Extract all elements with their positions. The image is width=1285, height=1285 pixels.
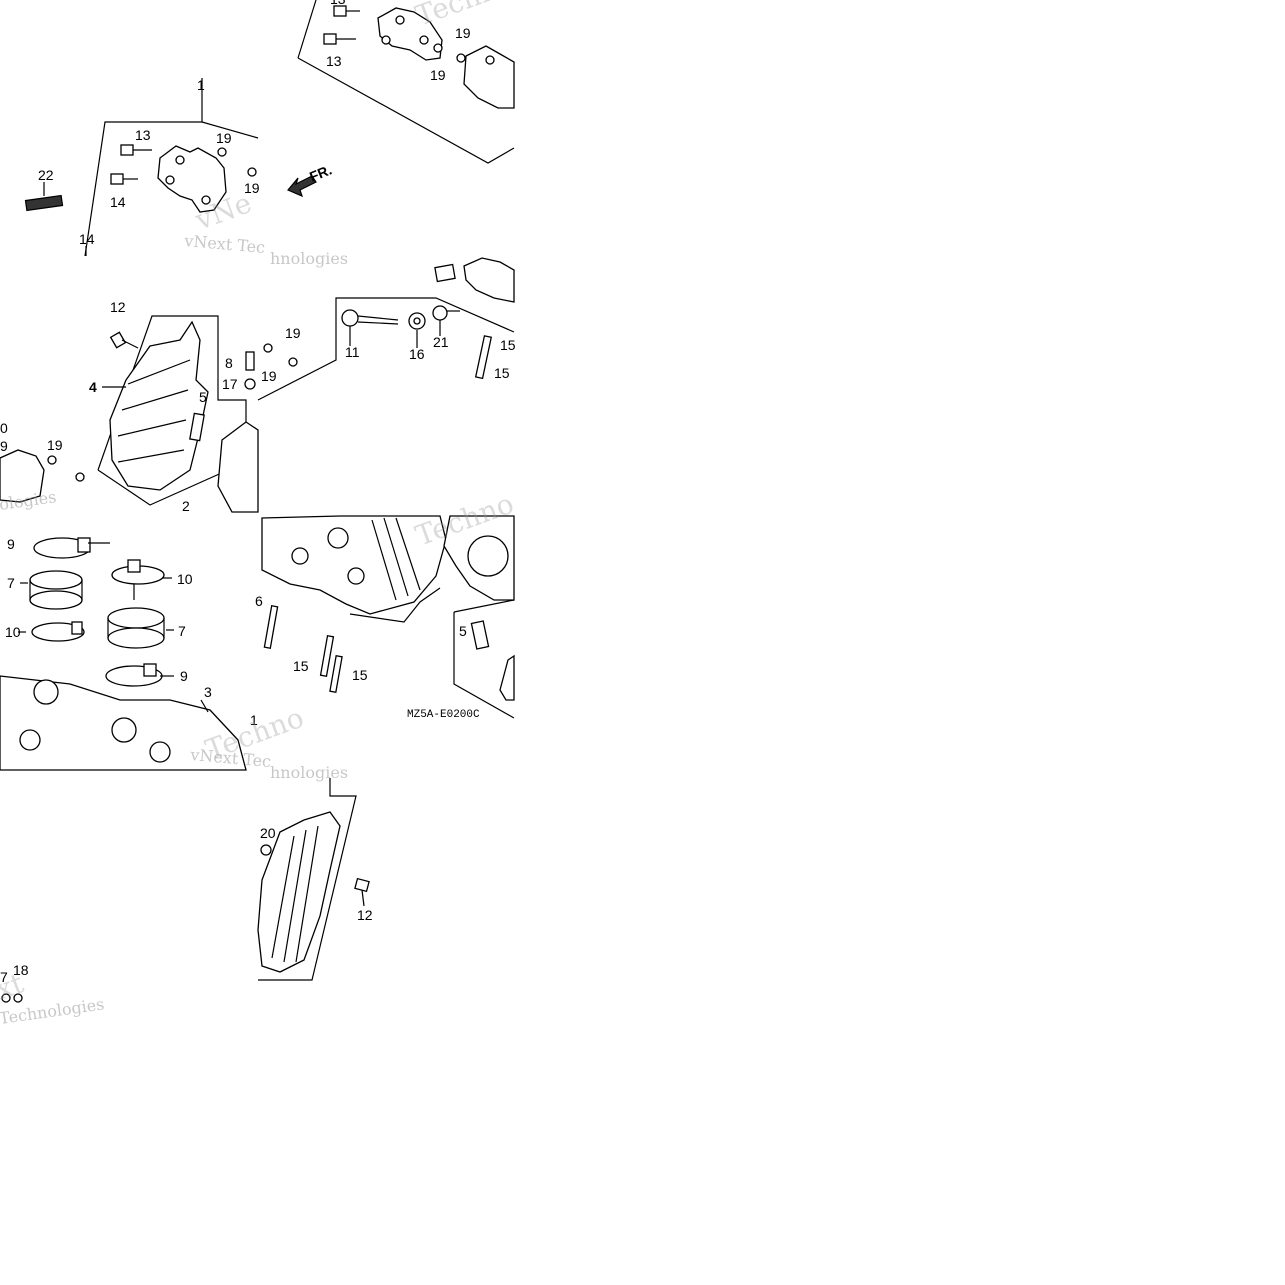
tile-head-assembly: 15 15 6 5 MZ5A-E0200C Techno: [255, 487, 518, 721]
tile-cam-holder-right: FR. 13 13 19 19 hnologies Techno: [270, 0, 518, 268]
svg-text:13: 13: [135, 127, 151, 143]
rear-head-cover: [257, 811, 341, 973]
svg-text:8: 8: [225, 355, 233, 371]
front-direction-arrow: FR.: [287, 161, 334, 198]
svg-text:16: 16: [409, 346, 425, 362]
svg-text:14: 14: [79, 231, 95, 247]
bolt-14: [110, 173, 138, 185]
watermark: hnologies: [270, 763, 348, 782]
svg-text:18: 18: [13, 962, 29, 978]
svg-text:7: 7: [7, 575, 15, 591]
tile-cam-holder-left: 1 13 19 19 22 14 14 vNext Tec vNe: [24, 77, 266, 257]
spark-plug: [24, 182, 64, 212]
svg-text:2: 2: [182, 498, 190, 514]
svg-text:1: 1: [250, 712, 258, 728]
cylinder-head-cover: [109, 320, 209, 491]
svg-text:3: 3: [204, 684, 212, 700]
tile-head-cover: 12 4 5 8 17 19 19 19 2 0 9 ologies: [0, 299, 301, 514]
cam-holder: [157, 145, 227, 213]
svg-text:19: 19: [285, 325, 301, 341]
svg-text:20: 20: [260, 825, 276, 841]
svg-text:9: 9: [0, 438, 8, 454]
svg-text:7: 7: [0, 969, 8, 985]
svg-text:13: 13: [326, 53, 342, 69]
watermark: hnologies: [270, 249, 348, 268]
svg-text:10: 10: [177, 571, 193, 587]
svg-text:1: 1: [197, 77, 205, 93]
svg-text:21: 21: [433, 334, 449, 350]
tile-intake-joints: 9 7 10 10 7 9 3 1 vNext Tec Techno: [0, 536, 308, 771]
svg-text:15: 15: [494, 365, 510, 381]
svg-text:10: 10: [5, 624, 21, 640]
svg-text:9: 9: [180, 668, 188, 684]
svg-text:19: 19: [430, 67, 446, 83]
svg-text:15: 15: [500, 337, 516, 353]
svg-text:14: 14: [110, 194, 126, 210]
svg-text:19: 19: [455, 25, 471, 41]
svg-text:19: 19: [216, 130, 232, 146]
tile-rear-head-cover: 20 12 hnologies: [257, 763, 373, 981]
bolt-13: [120, 144, 152, 156]
cylinder-head-assembly: [261, 515, 447, 615]
svg-text:FR.: FR.: [307, 161, 334, 184]
bolt-11: [341, 309, 399, 327]
svg-text:11: 11: [345, 344, 360, 360]
watermark: vNext Tec: [183, 231, 266, 257]
svg-text:19: 19: [261, 368, 277, 384]
svg-text:17: 17: [222, 376, 238, 392]
svg-text:19: 19: [47, 437, 63, 453]
drawing-code: MZ5A-E0200C: [407, 709, 480, 721]
tile-fragment: 7 18 Technologies xt: [0, 962, 105, 1028]
svg-text:13: 13: [330, 0, 346, 7]
svg-text:12: 12: [357, 907, 373, 923]
svg-text:4: 4: [89, 379, 97, 395]
svg-text:12: 12: [110, 299, 126, 315]
svg-text:9: 9: [7, 536, 15, 552]
svg-text:6: 6: [255, 593, 263, 609]
svg-text:22: 22: [38, 167, 54, 183]
tile-studs-bolts: 11 16 21 15 15: [257, 257, 516, 401]
svg-text:7: 7: [178, 623, 186, 639]
svg-text:19: 19: [244, 180, 260, 196]
svg-text:15: 15: [293, 658, 309, 674]
svg-text:0: 0: [0, 420, 8, 436]
svg-text:5: 5: [459, 623, 467, 639]
svg-text:15: 15: [352, 667, 368, 683]
svg-text:5: 5: [199, 389, 207, 405]
